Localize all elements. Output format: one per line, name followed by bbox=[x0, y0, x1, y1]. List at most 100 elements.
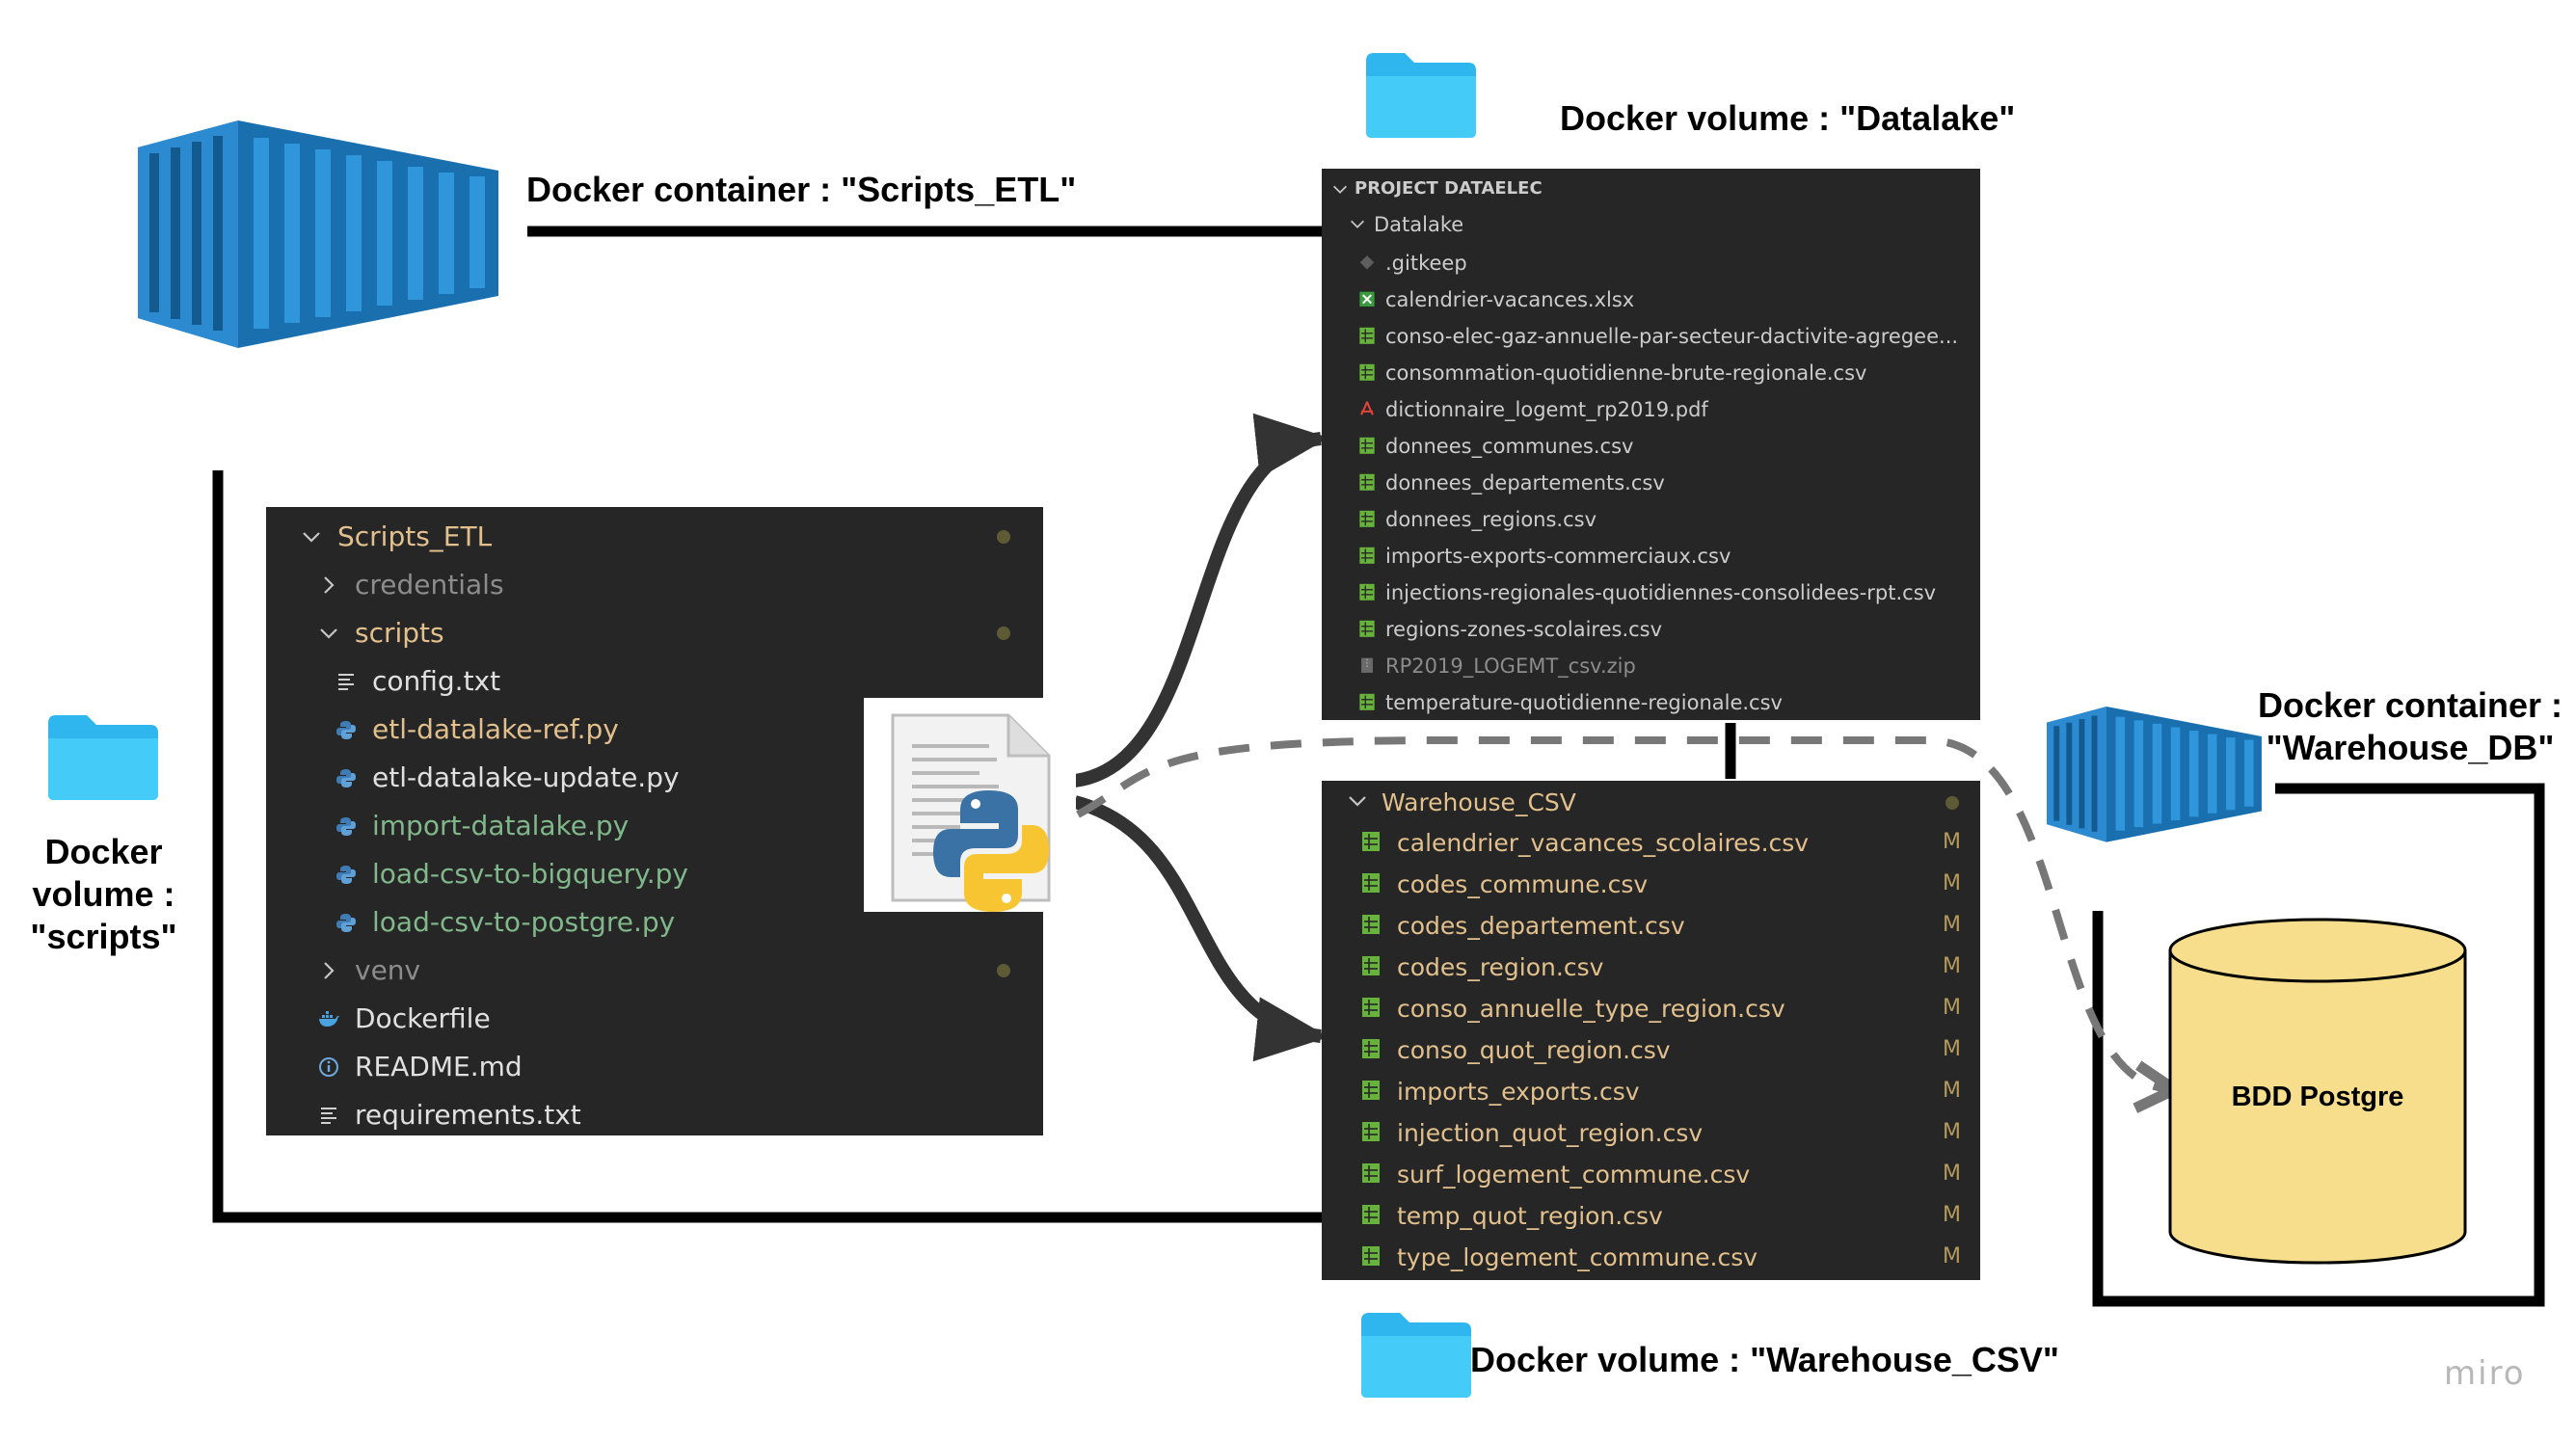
csv-icon bbox=[1360, 997, 1382, 1022]
text-file-icon bbox=[318, 1105, 339, 1130]
explorer-item-label: etl-datalake-update.py bbox=[372, 761, 680, 793]
file-label: codes_departement.csv bbox=[1397, 912, 1685, 940]
file-label: imports-exports-commerciaux.csv bbox=[1385, 545, 1731, 568]
arrow-to-warehouse bbox=[1073, 795, 1329, 1062]
folder-icon bbox=[1366, 53, 1476, 138]
csv-icon bbox=[1362, 873, 1380, 893]
explorer-file[interactable]: temperature-quotidienne-regionale.csv bbox=[1322, 683, 1980, 720]
file-label: codes_commune.csv bbox=[1397, 870, 1649, 898]
file-label: temperature-quotidienne-regionale.csv bbox=[1385, 691, 1783, 714]
file-label: regions-zones-scolaires.csv bbox=[1385, 618, 1663, 641]
explorer-item[interactable]: etl-datalake-ref.py bbox=[266, 706, 1043, 754]
file-label: RP2019_LOGEMT_csv.zip bbox=[1385, 654, 1636, 678]
explorer-item-label: venv bbox=[355, 954, 421, 986]
explorer-file[interactable]: .gitkeep bbox=[1322, 244, 1980, 280]
chevron-down-icon bbox=[1332, 185, 1348, 194]
csv-icon bbox=[1360, 1038, 1382, 1063]
explorer-file[interactable]: codes_departement.csv M bbox=[1322, 904, 1980, 946]
chevron-down-icon bbox=[301, 526, 322, 551]
explorer-file[interactable]: injections-regionales-quotidiennes-conso… bbox=[1322, 574, 1980, 610]
csv-icon bbox=[1358, 583, 1377, 604]
csv-icon bbox=[1360, 955, 1382, 980]
explorer-file[interactable]: codes_commune.csv M bbox=[1322, 863, 1980, 904]
explorer-item[interactable]: Scripts_ETL bbox=[266, 513, 1043, 561]
explorer-file[interactable]: surf_logement_commune.csv M bbox=[1322, 1153, 1980, 1194]
explorer-item[interactable]: load-csv-to-bigquery.py bbox=[266, 850, 1043, 898]
explorer-file[interactable]: regions-zones-scolaires.csv bbox=[1322, 610, 1980, 647]
explorer-item[interactable]: etl-datalake-update.py bbox=[266, 754, 1043, 802]
explorer-item[interactable]: README.md bbox=[266, 1043, 1043, 1091]
docker-icon bbox=[319, 1011, 339, 1027]
explorer-item[interactable]: load-csv-to-postgre.py bbox=[266, 898, 1043, 947]
scripts-volume-line2: volume : bbox=[32, 874, 175, 914]
file-label: dictionnaire_logemt_rp2019.pdf bbox=[1385, 398, 1708, 421]
excel-icon bbox=[1358, 290, 1377, 311]
csv-icon bbox=[1359, 473, 1375, 491]
modified-badge: M bbox=[1943, 996, 1961, 1020]
explorer-file[interactable]: imports-exports-commerciaux.csv bbox=[1322, 537, 1980, 574]
pdf-icon bbox=[1358, 400, 1377, 421]
explorer-item[interactable]: credentials bbox=[266, 561, 1043, 609]
explorer-folder[interactable]: Warehouse_CSV bbox=[1322, 781, 1980, 821]
scripts-volume-label: Docker volume : "scripts" bbox=[19, 831, 188, 958]
csv-icon bbox=[1360, 1080, 1382, 1105]
explorer-file[interactable]: dictionnaire_logemt_rp2019.pdf bbox=[1322, 390, 1980, 427]
text-file-icon bbox=[338, 674, 354, 690]
database-label: BDD Postgre bbox=[2231, 1082, 2404, 1112]
csv-icon bbox=[1362, 1081, 1380, 1100]
python-file-image bbox=[864, 698, 1076, 912]
explorer-item[interactable]: scripts bbox=[266, 609, 1043, 657]
csv-icon bbox=[1362, 956, 1380, 975]
csv-icon bbox=[1362, 1163, 1380, 1183]
csv-icon bbox=[1359, 510, 1375, 527]
explorer-file[interactable]: conso_annuelle_type_region.csv M bbox=[1322, 987, 1980, 1028]
explorer-item[interactable]: Dockerfile bbox=[266, 995, 1043, 1043]
modified-badge: M bbox=[1943, 1079, 1961, 1103]
file-label: conso-elec-gaz-annuelle-par-secteur-dact… bbox=[1385, 325, 1959, 348]
explorer-file[interactable]: consommation-quotidienne-brute-regionale… bbox=[1322, 354, 1980, 390]
python-icon bbox=[335, 719, 357, 744]
explorer-item-label: load-csv-to-bigquery.py bbox=[372, 858, 688, 890]
modified-badge: M bbox=[1943, 913, 1961, 937]
chevron-right-icon bbox=[324, 962, 335, 979]
explorer-item-label: credentials bbox=[355, 569, 504, 601]
csv-icon bbox=[1358, 473, 1377, 494]
explorer-item[interactable]: config.txt bbox=[266, 657, 1043, 706]
explorer-file[interactable]: RP2019_LOGEMT_csv.zip bbox=[1322, 647, 1980, 683]
explorer-file[interactable]: calendrier-vacances.xlsx bbox=[1322, 280, 1980, 317]
python-icon bbox=[335, 864, 357, 889]
csv-icon bbox=[1360, 914, 1382, 939]
file-label: injections-regionales-quotidiennes-conso… bbox=[1385, 581, 1937, 604]
file-label: temp_quot_region.csv bbox=[1397, 1202, 1663, 1230]
modified-badge: M bbox=[1943, 871, 1961, 895]
modified-badge: M bbox=[1943, 1162, 1961, 1186]
explorer-file[interactable]: donnees_departements.csv bbox=[1322, 464, 1980, 500]
file-label: conso_annuelle_type_region.csv bbox=[1397, 995, 1785, 1023]
file-label: surf_logement_commune.csv bbox=[1397, 1161, 1751, 1188]
csv-icon bbox=[1362, 915, 1380, 934]
explorer-item[interactable]: import-datalake.py bbox=[266, 802, 1043, 850]
explorer-item[interactable]: venv bbox=[266, 947, 1043, 995]
explorer-file[interactable]: donnees_communes.csv bbox=[1322, 427, 1980, 464]
chevron-down-icon bbox=[1331, 181, 1349, 201]
explorer-section-header[interactable]: PROJECT DATAELEC bbox=[1322, 173, 1980, 203]
python-icon bbox=[336, 866, 356, 884]
csv-icon bbox=[1362, 1246, 1380, 1266]
explorer-item[interactable]: requirements.txt bbox=[266, 1091, 1043, 1139]
explorer-item-label: config.txt bbox=[372, 665, 501, 697]
explorer-folder[interactable]: Datalake bbox=[1322, 207, 1980, 242]
chevron-right-icon bbox=[318, 960, 339, 985]
csv-icon bbox=[1358, 363, 1377, 385]
explorer-file[interactable]: conso-elec-gaz-annuelle-par-secteur-dact… bbox=[1322, 317, 1980, 354]
explorer-file[interactable]: donnees_regions.csv bbox=[1322, 500, 1980, 537]
csv-icon bbox=[1358, 437, 1377, 458]
